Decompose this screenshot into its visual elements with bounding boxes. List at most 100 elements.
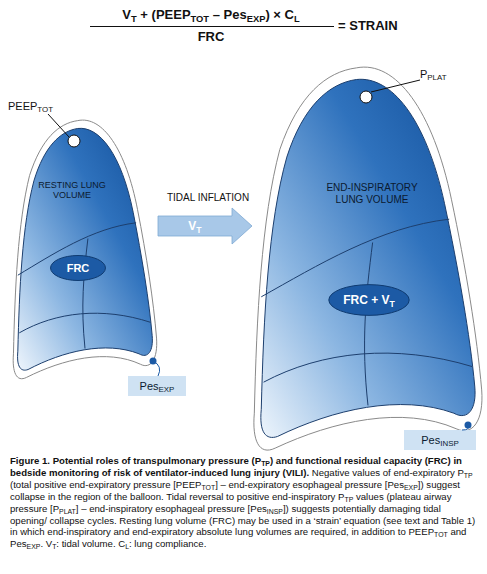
- text-run: VT: [188, 219, 201, 233]
- fraction-line: [90, 26, 334, 27]
- text-run: Pes: [421, 434, 440, 446]
- text-run: [P: [50, 503, 59, 514]
- text-run: (P: [252, 455, 262, 466]
- text-run: VOLUME: [366, 194, 408, 205]
- pleura-outline: [254, 67, 482, 450]
- text-run: 1): [467, 515, 476, 526]
- text-run: monitoring: [49, 467, 102, 478]
- text-run: end-inspiratory: [47, 526, 113, 537]
- text-run: reversal: [189, 491, 226, 502]
- edge-label: VT: [165, 216, 225, 236]
- text-run: suggests: [291, 503, 332, 514]
- text-run: PesEXP): [224, 7, 274, 22]
- text-run: ventilator-induced: [145, 467, 231, 478]
- text-run: pressure: [345, 479, 385, 490]
- text-run: :: [56, 538, 61, 549]
- text-run: (see: [383, 515, 404, 526]
- text-run: end-expiratory: [229, 479, 293, 490]
- text-run: transpulmonary: [133, 455, 208, 466]
- subscript: INSP: [267, 508, 283, 515]
- text-run: and: [113, 526, 132, 537]
- text-run: +: [371, 293, 381, 307]
- text-run: TIDAL: [167, 192, 198, 203]
- lung-fissure: [83, 239, 88, 349]
- subscript: TP: [344, 496, 353, 503]
- text-run: in: [295, 515, 305, 526]
- text-run: [PesINSP]): [248, 503, 292, 514]
- text-run: P: [338, 491, 344, 502]
- subscript: L: [294, 14, 300, 24]
- text-run: ): [270, 455, 276, 466]
- text-run: the: [58, 491, 74, 502]
- text-run: cycles.: [87, 515, 119, 526]
- box-node: PesEXP: [128, 376, 186, 396]
- text-run: addition: [362, 526, 398, 537]
- text-run: V: [188, 219, 196, 233]
- text-run: –: [81, 503, 89, 514]
- text-run: .: [40, 538, 45, 549]
- text-run: roles: [96, 455, 122, 466]
- text-run: LUNG: [336, 194, 367, 205]
- text-run: of: [383, 467, 394, 478]
- text-run: are: [294, 526, 311, 537]
- text-run: in: [453, 455, 462, 466]
- subscript: TOT: [434, 531, 448, 538]
- text-run: STRAIN: [349, 18, 397, 33]
- text-run: PEEP: [408, 526, 434, 537]
- text-run: PesEXP.: [10, 538, 46, 549]
- strain-formula: FRC: [86, 30, 336, 45]
- text-run: be: [259, 515, 272, 526]
- subscript: EXP: [27, 543, 41, 550]
- lung-node: END-INSPIRATORY LUNG VOLUMEFRC + VT: [252, 64, 484, 452]
- frc-label: FRC + VT: [328, 284, 410, 316]
- subscript: EXP: [404, 484, 418, 491]
- text-run: Pes: [140, 380, 159, 392]
- leader-line: [153, 361, 160, 376]
- text-run: risk: [113, 467, 133, 478]
- lung-fissure: [19, 313, 150, 333]
- text-run: Table: [441, 515, 467, 526]
- box-node: PesINSP: [404, 430, 476, 450]
- text-run: C: [118, 538, 125, 549]
- text-run: functional: [296, 455, 345, 466]
- text-run: PPLAT: [420, 68, 447, 80]
- text-run: Pes: [224, 7, 247, 22]
- text-run: compliance.: [155, 538, 206, 549]
- text-run: which: [20, 526, 47, 537]
- text-run: capacity: [384, 455, 425, 466]
- figure-caption: Figure 1. Potential roles of transpulmon…: [10, 455, 478, 550]
- text-run: PEEPTOT: [408, 526, 450, 537]
- text-run: balloon.: [130, 491, 166, 502]
- text-run: pressure: [133, 479, 173, 490]
- text-run: V: [46, 538, 52, 549]
- text-run: in: [10, 526, 20, 537]
- text-run: ]: [215, 479, 220, 490]
- text-run: CL:: [118, 538, 134, 549]
- text-run: V: [122, 7, 131, 22]
- text-run: positive: [34, 479, 69, 490]
- text-run: tidal: [423, 503, 441, 514]
- text-run: [448, 526, 451, 537]
- text-run: end-expiratory: [132, 526, 196, 537]
- text-run: volume.: [82, 538, 118, 549]
- text-run: bedside: [10, 467, 49, 478]
- text-run: in: [351, 526, 361, 537]
- pressure-label: PPLAT: [420, 68, 484, 81]
- text-run: Potential: [53, 455, 96, 466]
- text-run: P: [420, 68, 427, 80]
- lung-fissure: [18, 223, 136, 275]
- text-run: a: [306, 515, 314, 526]
- text-run: VT:: [46, 538, 62, 549]
- text-run: (FRC): [209, 515, 238, 526]
- text-run: text: [404, 515, 422, 526]
- pressure-label: PesEXP: [128, 376, 186, 396]
- pressure-label: PesINSP: [404, 430, 476, 450]
- text-run: tidal: [62, 538, 82, 549]
- text-run: esophageal: [155, 503, 207, 514]
- text-run: PTP: [338, 491, 356, 502]
- text-run: injury: [254, 467, 283, 478]
- text-run: Figure: [10, 455, 42, 466]
- subscript: EXP: [159, 385, 175, 394]
- lung-outline: [12, 118, 158, 380]
